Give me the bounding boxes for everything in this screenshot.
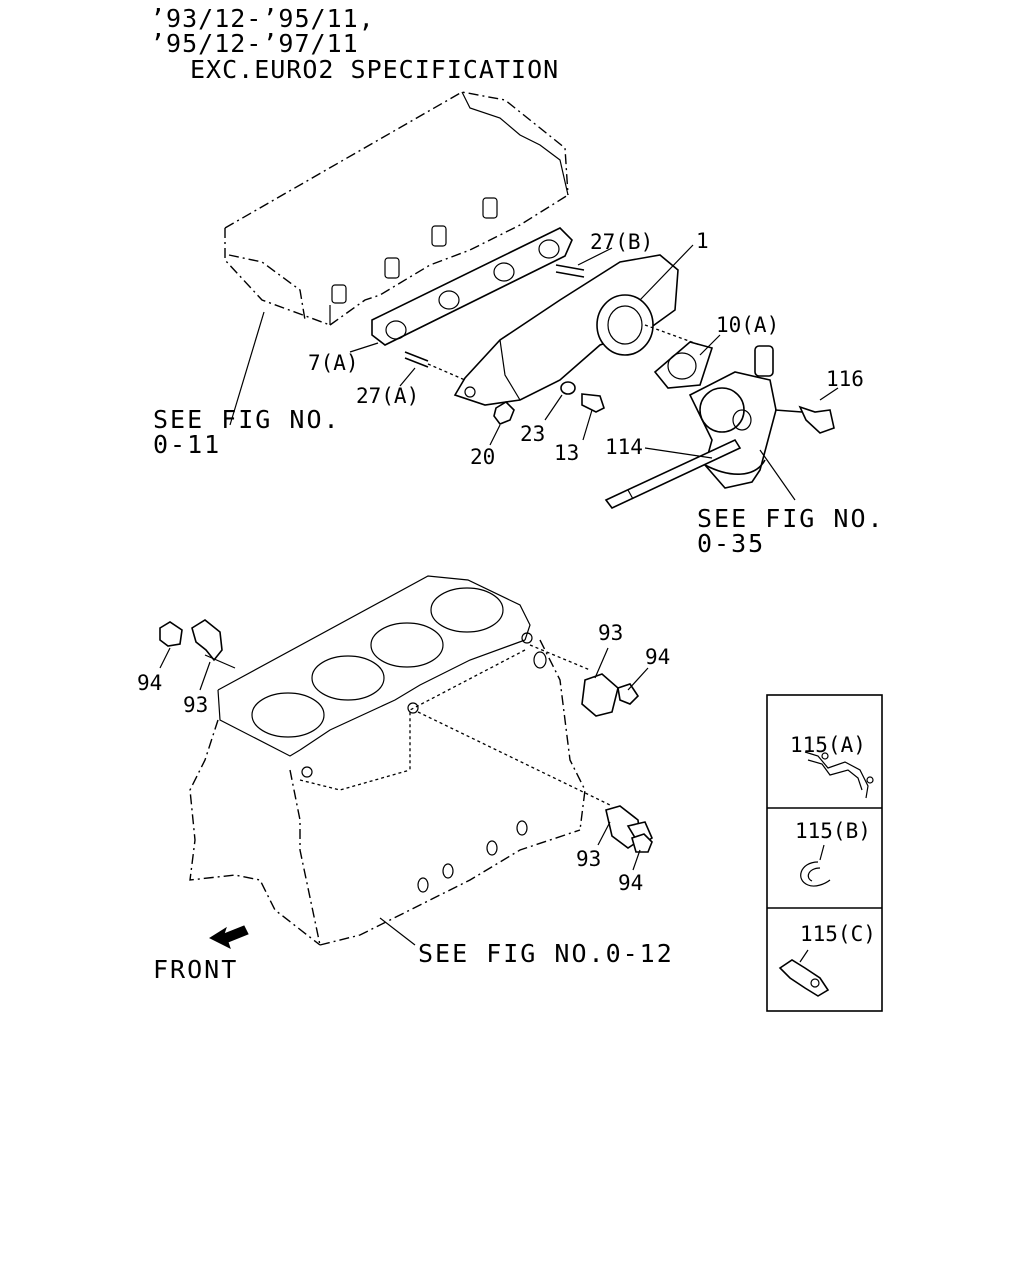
manifold-fasteners (404, 264, 605, 425)
label-23: 23 (520, 422, 545, 446)
front-arrow-icon (208, 925, 249, 949)
label-116: 116 (826, 367, 864, 391)
label-13: 13 (554, 441, 579, 465)
egr-gasket-and-outlet (644, 324, 835, 489)
cylinder-head-drawing (224, 91, 569, 326)
ref-fig-0-35-line2: 0-35 (697, 529, 765, 558)
clip-115a-drawing (804, 751, 874, 799)
inset-label-115a: 115(A) (790, 733, 866, 757)
label-27a: 27(A) (356, 384, 419, 408)
header-specification: EXC.EURO2 SPECIFICATION (190, 55, 559, 84)
ref-fig-0-11-line1: SEE FIG NO. (153, 405, 341, 434)
top-leaders (229, 244, 839, 501)
label-94-right-top: 94 (645, 645, 670, 669)
ref-fig-0-35-line1: SEE FIG NO. (697, 504, 885, 533)
header: ’93/12-’95/11, ’95/12-’97/11 EXC.EURO2 S… (150, 4, 559, 84)
top-part-labels: 27(B) 1 10(A) 116 7(A) 27(A) 23 13 20 11… (308, 229, 864, 469)
clip-115b-drawing (800, 844, 831, 887)
label-1: 1 (696, 229, 709, 253)
exhaust-manifold (453, 254, 679, 406)
bottom-leaders (159, 647, 649, 946)
inset-label-115c: 115(C) (800, 922, 876, 946)
cylinder-block-drawing (189, 575, 611, 946)
label-94-right-bottom: 94 (618, 871, 643, 895)
label-10a: 10(A) (716, 313, 779, 337)
clip-115c-drawing (778, 949, 830, 997)
header-date-range-1: ’93/12-’95/11, (150, 4, 375, 33)
label-94-left: 94 (137, 671, 162, 695)
label-27b: 27(B) (590, 230, 653, 254)
front-label: FRONT (153, 955, 238, 984)
header-date-range-2: ’95/12-’97/11 (150, 29, 359, 58)
label-93-left: 93 (183, 693, 208, 717)
label-114: 114 (605, 435, 643, 459)
block-brackets (159, 619, 654, 853)
label-93-right-top: 93 (598, 621, 623, 645)
label-93-right-bottom: 93 (576, 847, 601, 871)
ref-fig-0-12: SEE FIG NO.0-12 (418, 939, 674, 968)
inset-frame (766, 694, 883, 1012)
inset-clips: 115(A) 115(B) 115(C) (766, 694, 883, 1012)
bottom-part-labels: 94 93 93 94 93 94 (137, 621, 670, 895)
label-7a: 7(A) (308, 351, 359, 375)
ref-fig-0-11-line2: 0-11 (153, 430, 221, 459)
bottom-references: SEE FIG NO.0-12 FRONT (153, 925, 674, 984)
top-references: SEE FIG NO. 0-11 SEE FIG NO. 0-35 (153, 405, 885, 558)
label-20: 20 (470, 445, 495, 469)
exhaust-manifold-gasket (371, 227, 573, 346)
inset-label-115b: 115(B) (795, 819, 871, 843)
